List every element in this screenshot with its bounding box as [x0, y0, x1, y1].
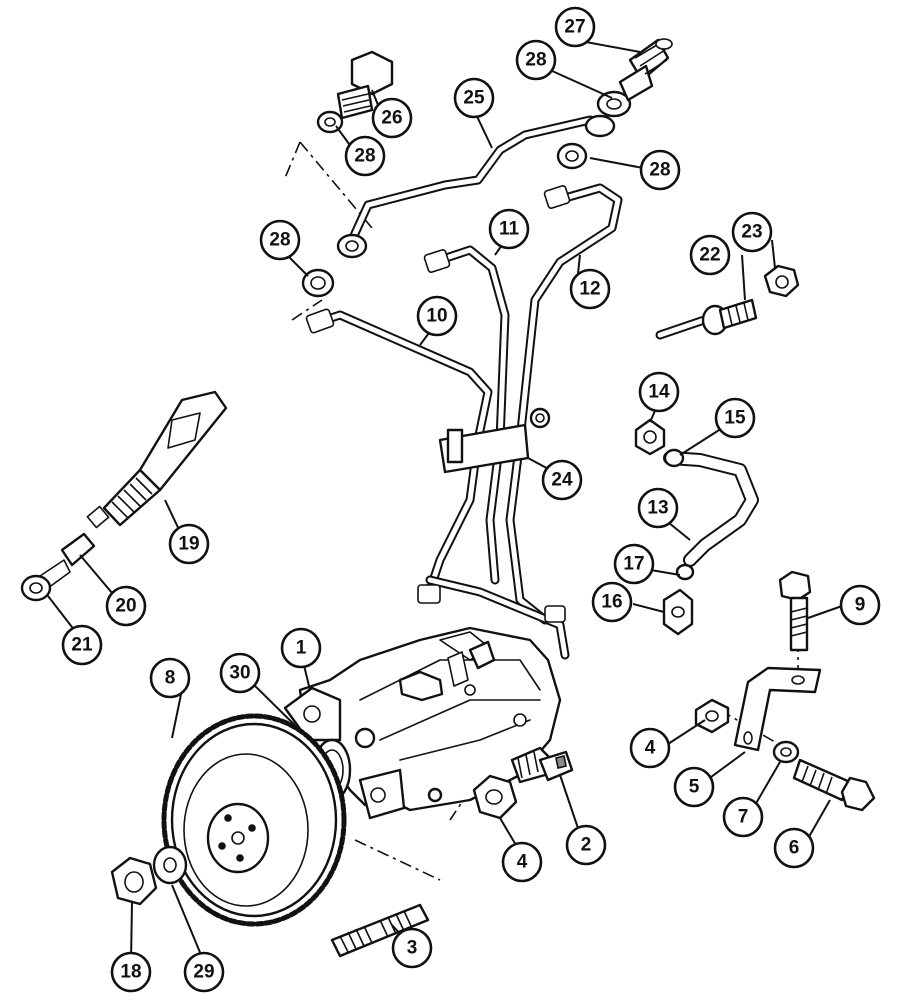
callout-10: 10 — [416, 295, 458, 337]
callout-4-bracket: 4 — [629, 727, 671, 769]
pipe-end-nuts — [305, 185, 571, 623]
callout-28-lower: 28 — [259, 219, 301, 261]
callout-8: 8 — [149, 657, 191, 699]
svg-text:17: 17 — [623, 554, 644, 575]
leak-off-hose — [634, 418, 759, 636]
svg-text:28: 28 — [354, 146, 375, 167]
svg-text:5: 5 — [689, 777, 700, 798]
gear-washer — [152, 845, 188, 885]
svg-text:11: 11 — [499, 219, 520, 240]
callout-1: 1 — [280, 627, 322, 669]
callout-13: 13 — [637, 487, 679, 529]
callout-9: 9 — [839, 584, 881, 626]
svg-text:29: 29 — [193, 962, 214, 983]
svg-text:3: 3 — [407, 938, 418, 959]
callout-5: 5 — [673, 766, 715, 808]
svg-text:7: 7 — [738, 807, 749, 828]
svg-text:20: 20 — [115, 596, 136, 617]
svg-text:19: 19 — [178, 534, 199, 555]
callout-28-right: 28 — [639, 149, 681, 191]
svg-text:1: 1 — [296, 638, 307, 659]
svg-text:9: 9 — [855, 595, 866, 616]
svg-text:12: 12 — [579, 279, 600, 300]
callout-22: 22 — [689, 234, 731, 276]
svg-text:4: 4 — [645, 738, 656, 759]
svg-text:10: 10 — [426, 306, 447, 327]
svg-text:24: 24 — [551, 470, 573, 491]
callout-6: 6 — [773, 827, 815, 869]
injection-pump-body — [283, 626, 562, 820]
callout-16: 16 — [591, 581, 633, 623]
svg-text:28: 28 — [525, 50, 546, 71]
gear-nut — [110, 856, 158, 906]
svg-text:21: 21 — [71, 635, 93, 656]
svg-text:26: 26 — [381, 108, 402, 129]
svg-text:2: 2 — [581, 835, 592, 856]
svg-text:28: 28 — [269, 230, 290, 251]
svg-text:6: 6 — [789, 838, 800, 859]
callout-23: 23 — [731, 211, 773, 253]
svg-text:8: 8 — [165, 668, 176, 689]
injector-pipes — [320, 115, 623, 660]
pump-switch — [510, 746, 574, 784]
bleed-screw — [618, 38, 673, 102]
callout-26: 26 — [371, 97, 413, 139]
banjo-bolt — [336, 50, 394, 120]
svg-text:4: 4 — [517, 852, 528, 873]
callout-7: 7 — [722, 796, 764, 838]
callout-29: 29 — [183, 951, 225, 993]
callout-17: 17 — [613, 543, 655, 585]
callout-18: 18 — [110, 951, 152, 993]
svg-text:16: 16 — [601, 592, 622, 613]
callout-12: 12 — [569, 268, 611, 310]
callout-19: 19 — [168, 523, 210, 565]
svg-text:25: 25 — [463, 88, 485, 109]
callout-20: 20 — [105, 585, 147, 627]
bracket-assembly — [694, 570, 876, 812]
callout-25: 25 — [453, 77, 495, 119]
callout-21: 21 — [61, 624, 103, 666]
callout-24: 24 — [541, 459, 583, 501]
svg-text:23: 23 — [741, 222, 762, 243]
callout-15: 15 — [714, 397, 756, 439]
pump-mount-nut — [472, 774, 518, 820]
overflow-pipe-assembly — [655, 264, 800, 340]
pipe-clamp — [438, 407, 551, 474]
svg-text:18: 18 — [120, 962, 141, 983]
callout-11: 11 — [488, 208, 530, 250]
callout-28-left: 28 — [344, 135, 386, 177]
svg-text:28: 28 — [649, 160, 670, 181]
callout-14: 14 — [638, 371, 680, 413]
svg-text:30: 30 — [229, 663, 250, 684]
sealing-washers — [301, 90, 632, 298]
callout-28-top: 28 — [515, 39, 557, 81]
callout-27: 27 — [554, 6, 596, 48]
callout-4-pump: 4 — [501, 841, 543, 883]
callout-3: 3 — [391, 927, 433, 969]
injector-nozzle — [86, 390, 228, 529]
svg-text:27: 27 — [564, 17, 585, 38]
svg-text:15: 15 — [724, 408, 746, 429]
callout-30: 30 — [219, 652, 261, 694]
drive-gear — [161, 713, 347, 927]
svg-text:14: 14 — [648, 382, 670, 403]
callout-2: 2 — [565, 824, 607, 866]
svg-text:22: 22 — [699, 245, 720, 266]
mounting-stud — [330, 903, 430, 958]
nozzle-seat — [20, 532, 96, 602]
svg-text:13: 13 — [647, 498, 668, 519]
